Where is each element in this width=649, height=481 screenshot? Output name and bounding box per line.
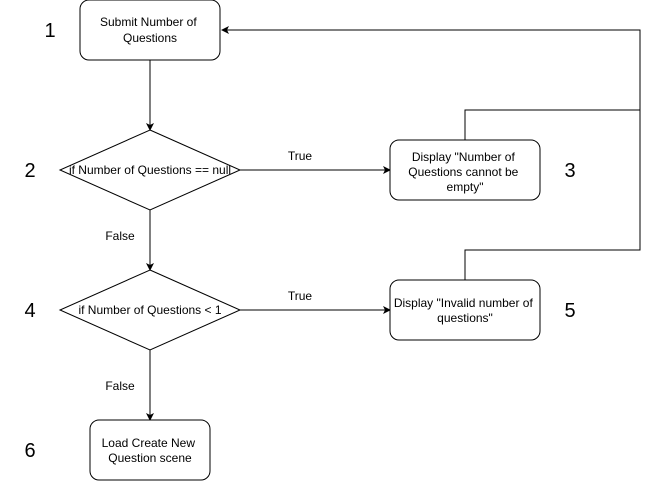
submit-box (79, 0, 221, 61)
edge-label-less-true: True (288, 289, 313, 303)
invalid-message-line2: questions" (437, 311, 493, 325)
connectors (146, 26, 641, 421)
submit-label: Submit Number of Questions (100, 15, 200, 45)
empty-message-box (389, 139, 541, 201)
submit-label-line2: Questions (123, 31, 177, 45)
edge-label-less-false: False (105, 379, 135, 393)
step-number-6: 6 (24, 440, 35, 462)
node-submit-number: Submit Number of Questions (79, 0, 221, 61)
node-null-check: if Number of Questions == null (58, 129, 242, 211)
node-invalid-message: Display "Invalid number of questions" (389, 279, 541, 341)
step-number-4: 4 (24, 300, 35, 322)
node-load-scene: Load Create New Question scene (89, 419, 211, 481)
invalid-message-line1: Display "Invalid number of (394, 296, 534, 310)
step-number-5: 5 (564, 300, 575, 322)
empty-message-label: Display "Number of Questions cannot be e… (408, 150, 521, 194)
edge-empty-msg-loop-back (464, 109, 640, 140)
edge-labels: True False True False (105, 149, 312, 393)
load-scene-line2: Question scene (108, 451, 192, 465)
edge-label-null-true: True (288, 149, 313, 163)
edge-invalid-msg-loop-back (221, 26, 641, 280)
submit-label-line1: Submit Number of (100, 15, 197, 29)
load-scene-box (89, 419, 211, 481)
load-scene-label: Load Create New Question scene (102, 436, 199, 465)
step-number-2: 2 (24, 160, 35, 182)
less-check-label: if Number of Questions < 1 (78, 303, 221, 317)
empty-message-line3: empty" (447, 180, 484, 194)
node-empty-message: Display "Number of Questions cannot be e… (389, 139, 541, 201)
invalid-message-label: Display "Invalid number of questions" (394, 296, 536, 325)
empty-message-line2: Questions cannot be (408, 165, 518, 179)
invalid-message-box (389, 279, 541, 341)
node-less-check: if Number of Questions < 1 (58, 269, 242, 351)
step-numbers: 1 2 3 4 5 6 (24, 20, 575, 462)
edge-label-null-false: False (105, 229, 135, 243)
step-number-3: 3 (564, 160, 575, 182)
null-check-diamond (58, 129, 242, 211)
step-number-1: 1 (44, 20, 55, 42)
less-check-diamond (58, 269, 242, 351)
load-scene-line1: Load Create New (102, 436, 196, 450)
null-check-label: if Number of Questions == null (69, 163, 231, 177)
empty-message-line1: Display "Number of (412, 150, 516, 164)
